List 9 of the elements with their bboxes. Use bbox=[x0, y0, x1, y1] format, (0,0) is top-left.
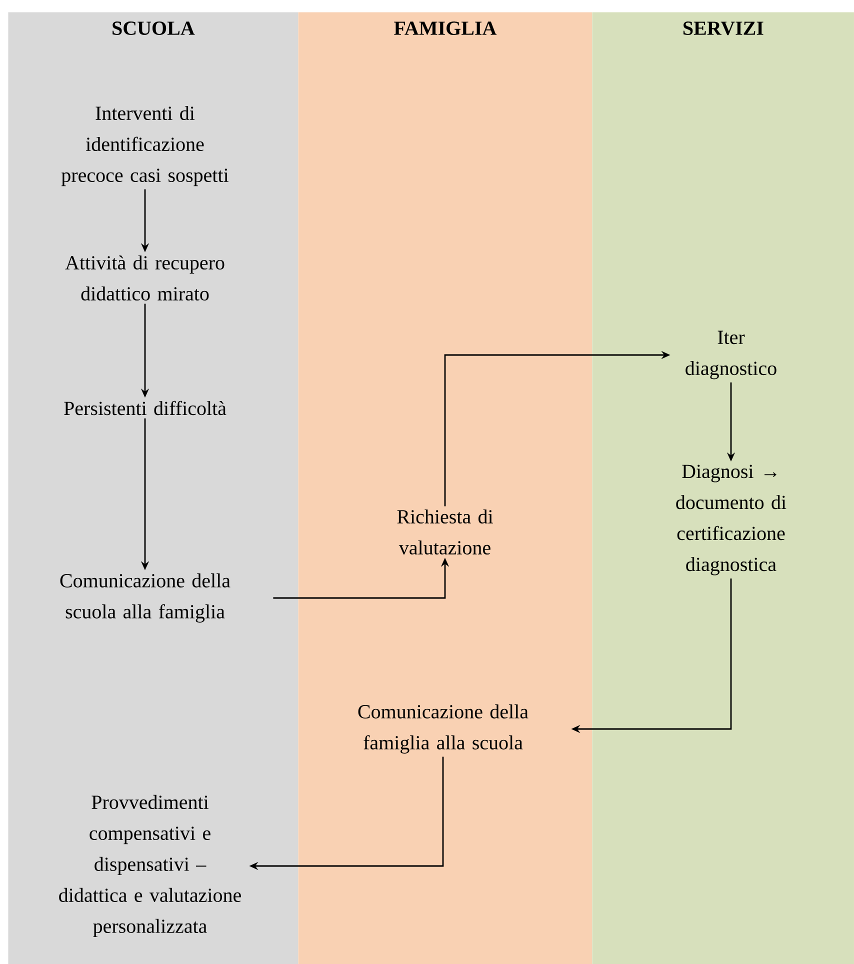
step-text: Richiesta di valutazione bbox=[397, 509, 493, 555]
step-text: Attività di recupero didattico mirato bbox=[65, 255, 224, 301]
step-text: Provvedimenti compensativi e dispensativi – didattica e valutazione personalizzata bbox=[59, 794, 241, 938]
step-text: Interventi di identificazione precoce casi sospetti bbox=[61, 106, 228, 186]
step-text: Comunicazione della famiglia alla scuola bbox=[358, 704, 528, 754]
step-text: Diagnosi → documento di certificazione diagnostica bbox=[676, 464, 786, 576]
step-text: Comunicazione della scuola alla famiglia bbox=[60, 573, 230, 623]
step-text: Iter diagnostico bbox=[686, 330, 776, 380]
step-text: Persistenti difficoltà bbox=[64, 400, 226, 416]
